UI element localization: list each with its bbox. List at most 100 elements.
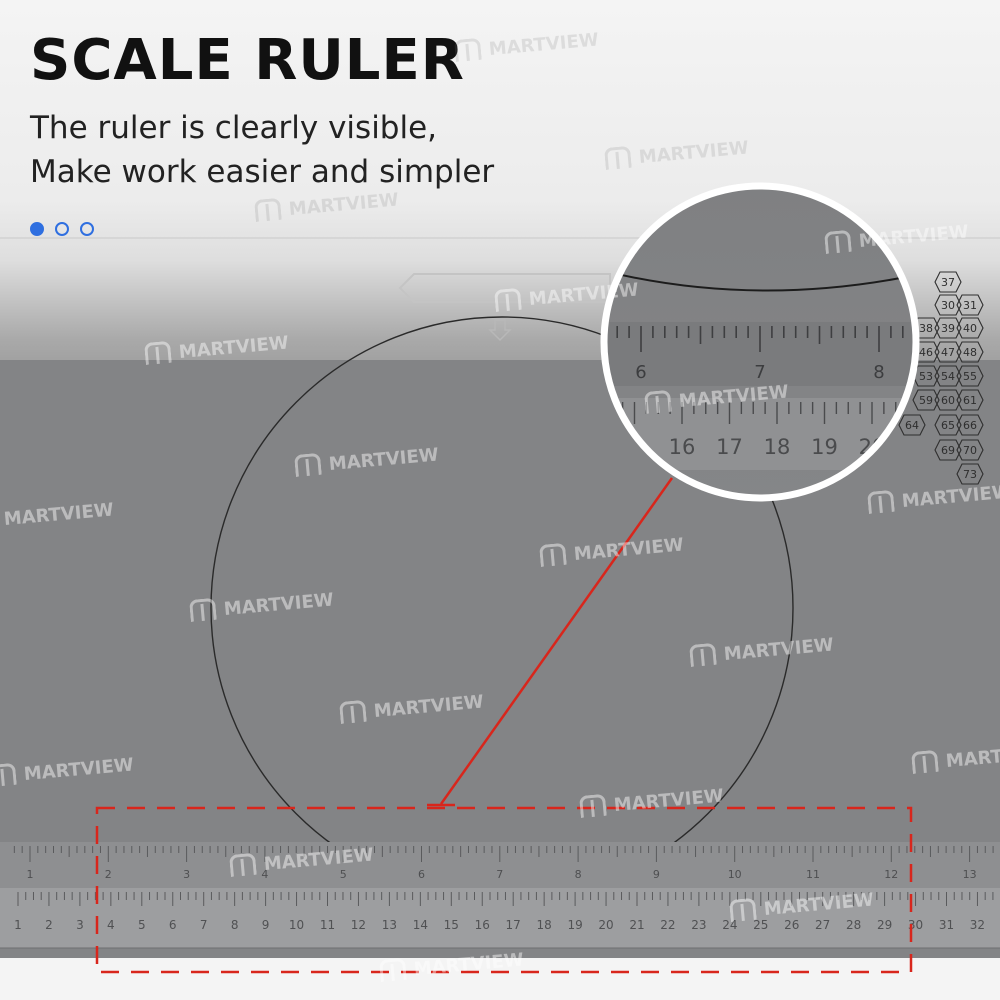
- ruler-bottom-number: 32: [970, 918, 985, 932]
- magnifier-bottom-number: 16: [669, 435, 696, 459]
- watermark-logo-icon: [493, 287, 522, 312]
- ruler-bottom-number: 12: [351, 918, 366, 932]
- hex-label-number: 47: [941, 346, 955, 359]
- ruler-highlight-box: [95, 806, 913, 974]
- ruler-top-number: 12: [884, 868, 898, 881]
- hex-label: [934, 341, 962, 363]
- carousel-dot-2[interactable]: [55, 222, 69, 236]
- arrow-down-icon: [488, 319, 512, 342]
- magnifier-bottom-number: 19: [811, 435, 838, 459]
- hex-label: [956, 317, 984, 339]
- ruler-bottom-band: [0, 888, 1000, 948]
- hex-label: [956, 294, 984, 316]
- watermark-logo-icon: [378, 957, 407, 982]
- watermark-logo-icon: [188, 597, 217, 622]
- hex-label: [934, 294, 962, 316]
- hex-label-number: 66: [963, 419, 977, 432]
- ruler-top-number: 3: [183, 868, 190, 881]
- ruler-bottom-number: 27: [815, 918, 830, 932]
- ruler-bottom-number: 13: [382, 918, 397, 932]
- hex-label-number: 31: [963, 299, 977, 312]
- watermark-logo-icon: [823, 229, 852, 254]
- ruler-bottom-number: 5: [138, 918, 146, 932]
- ruler-top-number: 1: [27, 868, 34, 881]
- watermark-logo-icon: [253, 197, 282, 222]
- magnifier-bottom-number: 18: [764, 435, 791, 459]
- hex-label: [956, 414, 984, 436]
- hex-label-number: 69: [941, 444, 955, 457]
- ruler-bottom-number: 19: [567, 918, 582, 932]
- hex-label: [956, 365, 984, 387]
- hex-label-number: 46: [919, 346, 933, 359]
- ruler-bottom-number: 18: [537, 918, 552, 932]
- callout-line: [439, 477, 674, 805]
- hex-label-number: 38: [919, 322, 933, 335]
- watermark-logo-icon: [866, 489, 895, 514]
- hex-label: [912, 365, 940, 387]
- ruler-top-number: 10: [728, 868, 742, 881]
- ruler-bottom-number: 11: [320, 918, 335, 932]
- watermark-logo-icon: [538, 542, 567, 567]
- hex-label: [934, 414, 962, 436]
- hex-label: [956, 389, 984, 411]
- ruler-bottom-number: 14: [413, 918, 428, 932]
- hex-label-number: 37: [941, 276, 955, 289]
- hex-label-number: 73: [963, 468, 977, 481]
- watermark-logo-icon: [643, 389, 672, 414]
- hex-label: [956, 341, 984, 363]
- magnifier-lens: [600, 182, 920, 502]
- hex-label-number: 65: [941, 419, 955, 432]
- carousel-dot-1[interactable]: [30, 222, 44, 236]
- ruler-bottom-number: 4: [107, 918, 115, 932]
- ruler-top-number: 11: [806, 868, 820, 881]
- ruler-top-number: 5: [340, 868, 347, 881]
- hex-label: [934, 365, 962, 387]
- watermark-logo-icon: [293, 452, 322, 477]
- watermark-logo-icon: [910, 749, 939, 774]
- ruler-bottom-number: 2: [45, 918, 53, 932]
- watermark-logo-icon: [728, 897, 757, 922]
- hex-label: [934, 317, 962, 339]
- ruler-bottom-number: 10: [289, 918, 304, 932]
- ruler-bottom-number: 17: [506, 918, 521, 932]
- subtitle-line-1: The ruler is clearly visible,: [30, 110, 438, 146]
- hex-label-number: 30: [941, 299, 955, 312]
- ruler-bottom-number: 9: [262, 918, 270, 932]
- ruler-top-number: 13: [963, 868, 977, 881]
- ruler-bottom-number: 31: [939, 918, 954, 932]
- ruler-top-number: 7: [496, 868, 503, 881]
- ruler-top-number: 2: [105, 868, 112, 881]
- watermark-logo-icon: [228, 852, 257, 877]
- ruler-bottom-number: 22: [660, 918, 675, 932]
- ruler-bottom-number: 29: [877, 918, 892, 932]
- hex-label: [934, 271, 962, 293]
- ruler-bottom-number: 28: [846, 918, 861, 932]
- hex-label: [956, 439, 984, 461]
- ruler-top-number: 6: [418, 868, 425, 881]
- watermark-logo-icon: [338, 699, 367, 724]
- ruler-bottom-number: 8: [231, 918, 239, 932]
- hex-label-number: 48: [963, 346, 977, 359]
- ruler-bottom-number: 15: [444, 918, 459, 932]
- watermark-logo-icon: [453, 37, 482, 62]
- ruler-bottom-number: 21: [629, 918, 644, 932]
- hex-label: [934, 389, 962, 411]
- hex-label-number: 60: [941, 394, 955, 407]
- ruler-top-number: 4: [261, 868, 268, 881]
- magnifier-bottom-number: 17: [716, 435, 743, 459]
- ruler-top-number: 8: [575, 868, 582, 881]
- carousel-dot-3[interactable]: [80, 222, 94, 236]
- carousel-indicator: [30, 222, 94, 236]
- subtitle-line-2: Make work easier and simpler: [30, 154, 495, 190]
- hex-label-number: 61: [963, 394, 977, 407]
- hex-label-number: 55: [963, 370, 977, 383]
- ruler-bottom-number: 23: [691, 918, 706, 932]
- ruler-bottom-number: 6: [169, 918, 177, 932]
- watermark-logo-icon: [143, 340, 172, 365]
- hex-label: [934, 439, 962, 461]
- hex-label-number: 53: [919, 370, 933, 383]
